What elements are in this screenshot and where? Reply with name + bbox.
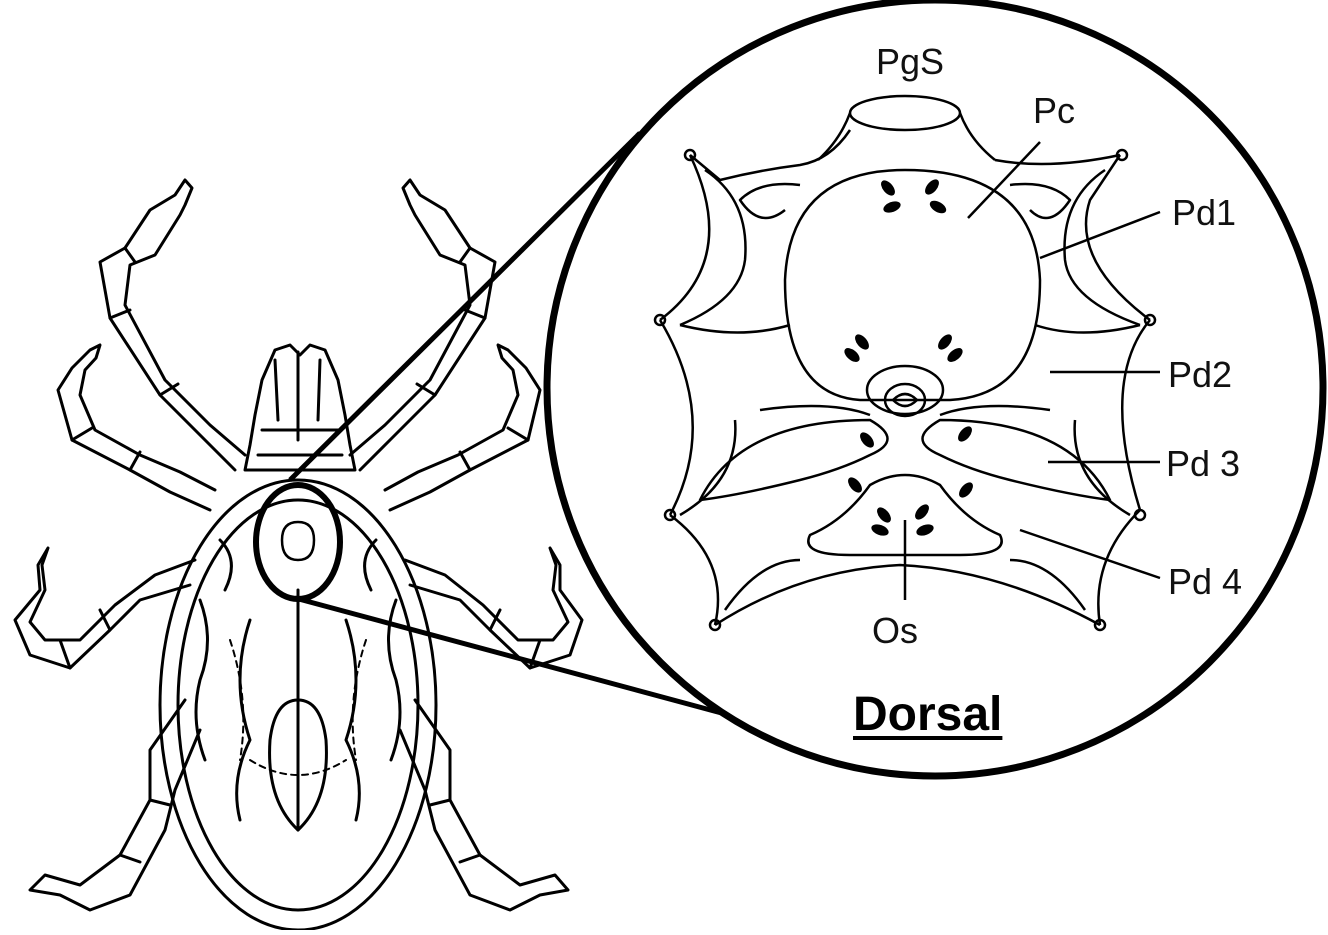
tick-legs-right [350, 180, 582, 910]
highlight-ellipse [256, 485, 340, 599]
tick-illustration [15, 180, 582, 930]
label-pd1: Pd1 [1172, 195, 1236, 231]
label-pc: Pc [1033, 93, 1075, 129]
label-pd2: Pd2 [1168, 357, 1232, 393]
tick-legs-left [15, 180, 245, 910]
label-pd4: Pd 4 [1168, 564, 1242, 600]
tick-capitulum [245, 345, 355, 470]
label-pd3: Pd 3 [1166, 446, 1240, 482]
zoom-view-title: Dorsal [853, 691, 1002, 739]
tick-body [160, 480, 436, 930]
label-os: Os [872, 613, 918, 649]
label-pgs: PgS [876, 44, 944, 80]
